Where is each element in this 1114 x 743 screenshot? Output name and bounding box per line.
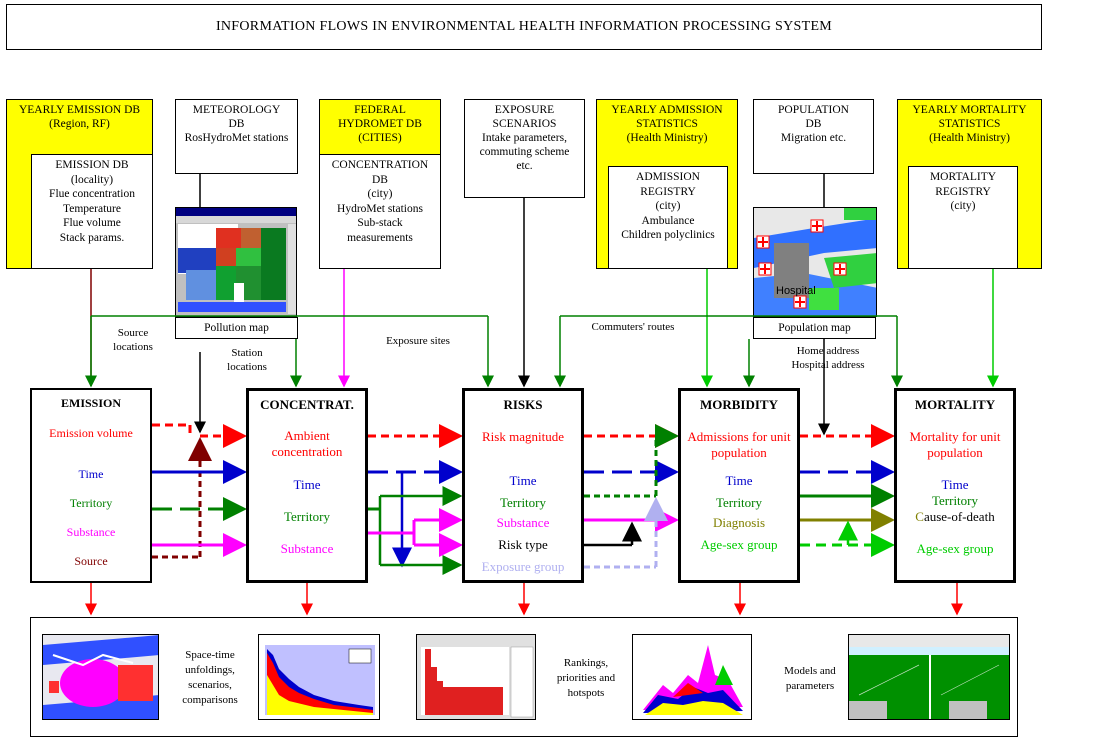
concentration-node: CONCENTRAT. Ambient concentration Time T… bbox=[246, 388, 368, 583]
emission-field-source: Source bbox=[74, 554, 108, 568]
output-surface-chart-thumbnail bbox=[632, 634, 752, 720]
risks-field-territory: Territory bbox=[499, 495, 546, 510]
emission-title: EMISSION bbox=[60, 396, 122, 410]
mortality-field-cause-of-death: Cause-of-death bbox=[897, 509, 1013, 525]
pollution-map-label: Pollution map bbox=[175, 317, 298, 339]
diagram-title: INFORMATION FLOWS IN ENVIRONMENTAL HEALT… bbox=[6, 4, 1042, 50]
morbidity-title: MORBIDITY bbox=[699, 397, 778, 412]
mortality-field-time: Time bbox=[941, 477, 969, 492]
emission-field-volume: Emission volume bbox=[49, 426, 133, 440]
output-area-chart-graphic bbox=[259, 635, 379, 719]
risks-field-risk-type: Risk type bbox=[498, 537, 548, 552]
emission-field-territory: Territory bbox=[69, 496, 113, 510]
output-ranking-chart-thumbnail bbox=[416, 634, 536, 720]
output-models-thumbnail bbox=[848, 634, 1010, 720]
risks-field-time: Time bbox=[509, 473, 537, 488]
yearly-admission-statistics-label: YEARLY ADMISSION STATISTICS (Health Mini… bbox=[611, 104, 723, 144]
concentration-field-ambient: Ambient concentration bbox=[271, 428, 343, 459]
mortality-cause-prefix: C bbox=[915, 509, 924, 524]
population-map-image: Hospital bbox=[753, 207, 877, 317]
emission-node: EMISSION Emission volume Time Territory … bbox=[30, 388, 152, 583]
admission-registry: ADMISSION REGISTRY (city) Ambulance Chil… bbox=[608, 166, 728, 269]
morbidity-field-territory: Territory bbox=[715, 495, 762, 510]
risks-node: RISKS Risk magnitude Time Territory Subs… bbox=[462, 388, 584, 583]
output-map-graphic bbox=[43, 635, 158, 719]
emission-field-time: Time bbox=[78, 467, 104, 481]
mortality-field-age-sex: Age-sex group bbox=[916, 541, 994, 556]
output-models-graphic bbox=[849, 635, 1009, 719]
emission-db-locality: EMISSION DB (locality) Flue concentratio… bbox=[31, 154, 153, 269]
yearly-emission-db-label: YEARLY EMISSION DB (Region, RF) bbox=[18, 104, 141, 130]
exposure-scenarios: EXPOSURE SCENARIOS Intake parameters, co… bbox=[464, 99, 585, 198]
concentration-field-territory: Territory bbox=[283, 509, 330, 524]
note-exposure-sites: Exposure sites bbox=[386, 335, 450, 347]
note-home-hospital-address: Home address Hospital address bbox=[791, 345, 865, 371]
emission-field-substance: Substance bbox=[66, 525, 116, 539]
risks-field-substance: Substance bbox=[496, 515, 550, 530]
output-area-chart-thumbnail bbox=[258, 634, 380, 720]
morbidity-field-diagnosis: Diagnosis bbox=[713, 515, 765, 530]
population-map-graphic: Hospital bbox=[754, 208, 876, 316]
output-caption-space-time: Space-time unfoldings, scenarios, compar… bbox=[182, 649, 238, 706]
morbidity-node: MORBIDITY Admissions for unit population… bbox=[678, 388, 800, 583]
output-caption-models: Models and parameters bbox=[784, 665, 836, 692]
output-map-thumbnail bbox=[42, 634, 159, 720]
risks-field-exposure-group: Exposure group bbox=[481, 559, 565, 574]
mortality-title: MORTALITY bbox=[914, 397, 996, 412]
output-ranking-chart-graphic bbox=[417, 635, 535, 719]
hospital-map-text: Hospital bbox=[776, 285, 816, 297]
morbidity-field-admissions: Admissions for unit population bbox=[687, 429, 791, 460]
mortality-cause-rest: ause-of-death bbox=[923, 509, 995, 524]
morbidity-field-time: Time bbox=[725, 473, 753, 488]
concentration-field-time: Time bbox=[293, 477, 321, 492]
morbidity-field-age-sex: Age-sex group bbox=[700, 537, 778, 552]
yearly-mortality-statistics-label: YEARLY MORTALITY STATISTICS (Health Mini… bbox=[912, 104, 1027, 144]
concentration-field-substance: Substance bbox=[280, 541, 334, 556]
mortality-registry: MORTALITY REGISTRY (city) bbox=[908, 166, 1018, 269]
output-caption-rankings: Rankings, priorities and hotspots bbox=[556, 657, 616, 699]
pollution-map-graphic bbox=[176, 208, 296, 316]
population-db: POPULATION DB Migration etc. bbox=[753, 99, 874, 174]
risks-field-magnitude: Risk magnitude bbox=[482, 429, 564, 444]
concentration-title: CONCENTRAT. bbox=[260, 397, 354, 412]
note-commuters-routes: Commuters' routes bbox=[591, 321, 675, 333]
concentration-db-city: CONCENTRATION DB (city) HydroMet station… bbox=[319, 154, 441, 269]
mortality-node: MORTALITY Mortality for unit population … bbox=[894, 388, 1016, 583]
mortality-field-rate: Mortality for unit population bbox=[909, 429, 1001, 460]
pollution-map-image bbox=[175, 207, 297, 317]
note-station-locations: Station locations bbox=[227, 347, 267, 373]
mortality-field-territory: Territory bbox=[931, 493, 978, 508]
federal-hydromet-db-label: FEDERAL HYDROMET DB (CITIES) bbox=[338, 104, 422, 144]
output-surface-chart-graphic bbox=[633, 635, 751, 719]
risks-title: RISKS bbox=[503, 397, 543, 412]
population-map-label: Population map bbox=[753, 317, 876, 339]
note-source-locations: Source locations bbox=[113, 327, 153, 353]
meteorology-db: METEOROLOGY DB RosHydroMet stations bbox=[175, 99, 298, 174]
